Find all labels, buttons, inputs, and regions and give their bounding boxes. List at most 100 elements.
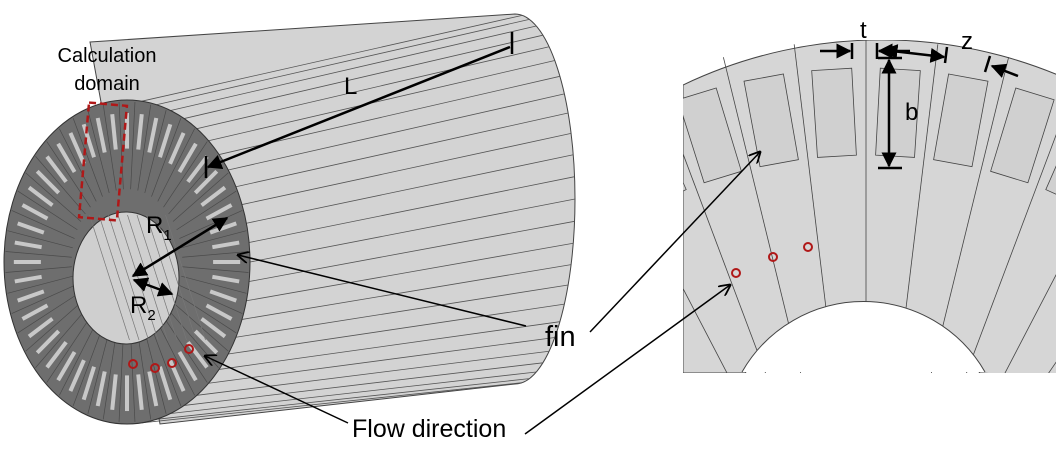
- flow-marker: [768, 252, 778, 262]
- fin-divider: [7, 275, 73, 294]
- fin-slot: [205, 303, 233, 321]
- fin-slot: [136, 114, 144, 150]
- fin-divider: [144, 110, 167, 194]
- fin-divider: [5, 251, 72, 258]
- section-slot: [683, 181, 687, 192]
- cylinder-line: [170, 25, 537, 111]
- fin-divider: [59, 128, 97, 202]
- section-slot: [990, 87, 1055, 184]
- height-label: b: [905, 99, 918, 126]
- cylinder-line: [246, 242, 574, 302]
- cylinder-line: [219, 321, 560, 370]
- cylinder-line: [156, 378, 530, 420]
- section-slot: [1045, 165, 1056, 195]
- fin-divider: [181, 275, 247, 294]
- cylinder-line: [141, 382, 523, 424]
- bore-line: [98, 214, 140, 341]
- fin-slot: [200, 317, 227, 339]
- fin-divider: [118, 101, 124, 190]
- fin-slot: [158, 123, 173, 158]
- section-divider: [930, 57, 1010, 373]
- bore-line: [89, 214, 130, 341]
- fin-slot: [17, 221, 45, 235]
- bore-line: [108, 214, 149, 341]
- fin-divider: [17, 190, 78, 231]
- section-slot: [811, 67, 857, 158]
- fin-slot: [35, 329, 61, 355]
- fin-divider: [102, 104, 117, 191]
- fin-slot: [205, 203, 233, 221]
- fin-slot: [110, 374, 118, 410]
- fin-slot: [56, 350, 77, 382]
- fin-slot: [177, 142, 198, 174]
- cylinder-fin-lines: [141, 14, 576, 424]
- flow-marker: [128, 359, 138, 369]
- thickness-label: t: [860, 17, 867, 44]
- fin-slot: [21, 203, 49, 221]
- calculation-domain-label-line1: Calculation: [58, 45, 157, 67]
- flow-marker: [150, 363, 160, 373]
- fin-slot: [27, 185, 54, 207]
- fin-slot: [147, 371, 159, 407]
- cylinder-line: [228, 303, 565, 355]
- fin-divider: [137, 104, 152, 191]
- flow-markers-right: [731, 242, 813, 278]
- section-slot: [933, 73, 989, 168]
- fin-divider: [72, 118, 103, 197]
- section-divider: [1004, 274, 1056, 373]
- fin-slot: [186, 155, 209, 184]
- cylinder-line: [156, 18, 530, 106]
- flow-callout-left: [205, 356, 349, 424]
- cylinder-line: [196, 46, 550, 130]
- fin-divider: [102, 333, 117, 420]
- fin-slot: [177, 350, 198, 382]
- fin-slot: [193, 329, 219, 355]
- cylinder-line: [196, 350, 550, 396]
- fin-slot: [21, 303, 49, 321]
- cylinder-figure: [3, 13, 576, 425]
- fin-divider: [35, 156, 86, 215]
- flow-callout-right: [524, 285, 730, 435]
- flow-marker: [167, 358, 177, 368]
- spacing-label: z: [961, 28, 973, 55]
- cylinder-line: [249, 198, 576, 263]
- length-dimension-arrow: [206, 45, 511, 169]
- cylinder-line: [208, 60, 555, 142]
- section-inner-arc: [741, 301, 986, 373]
- fin-slot: [95, 371, 107, 407]
- cylinder-line: [170, 371, 537, 414]
- fin-callout-left: [238, 255, 527, 327]
- cylinder-line: [184, 34, 543, 119]
- fin-divider: [72, 327, 103, 406]
- fin-slot: [14, 274, 42, 284]
- fin-divider: [59, 322, 97, 396]
- fin-divider: [87, 110, 110, 194]
- section-divider: [683, 287, 728, 373]
- cylinder-line: [241, 133, 572, 205]
- fin-divider: [11, 210, 75, 239]
- fin-divider: [157, 128, 195, 202]
- fin-slot: [14, 240, 42, 250]
- fin-divider: [46, 141, 91, 208]
- cylinder-line: [246, 154, 574, 224]
- fin-divider: [157, 322, 195, 396]
- cylinder-line: [235, 284, 569, 338]
- fin-divider: [17, 293, 78, 334]
- length-label: L: [344, 73, 357, 100]
- fin-slot: [56, 142, 77, 174]
- section-divider: [683, 152, 766, 373]
- spacing-tick-right: [983, 55, 992, 73]
- section-divider: [1048, 361, 1056, 373]
- fin-divider: [130, 101, 136, 190]
- section-divider: [966, 134, 1056, 373]
- cylinder-line: [184, 362, 543, 406]
- fin-slot: [68, 132, 86, 165]
- fin-slot: [95, 117, 107, 153]
- radius-inner-arrow: [132, 277, 174, 297]
- fin-slot: [110, 114, 118, 150]
- flow-marker: [731, 268, 741, 278]
- fin-divider: [163, 141, 208, 208]
- fin-divider: [46, 316, 91, 383]
- spacing-tick-left: [943, 46, 949, 64]
